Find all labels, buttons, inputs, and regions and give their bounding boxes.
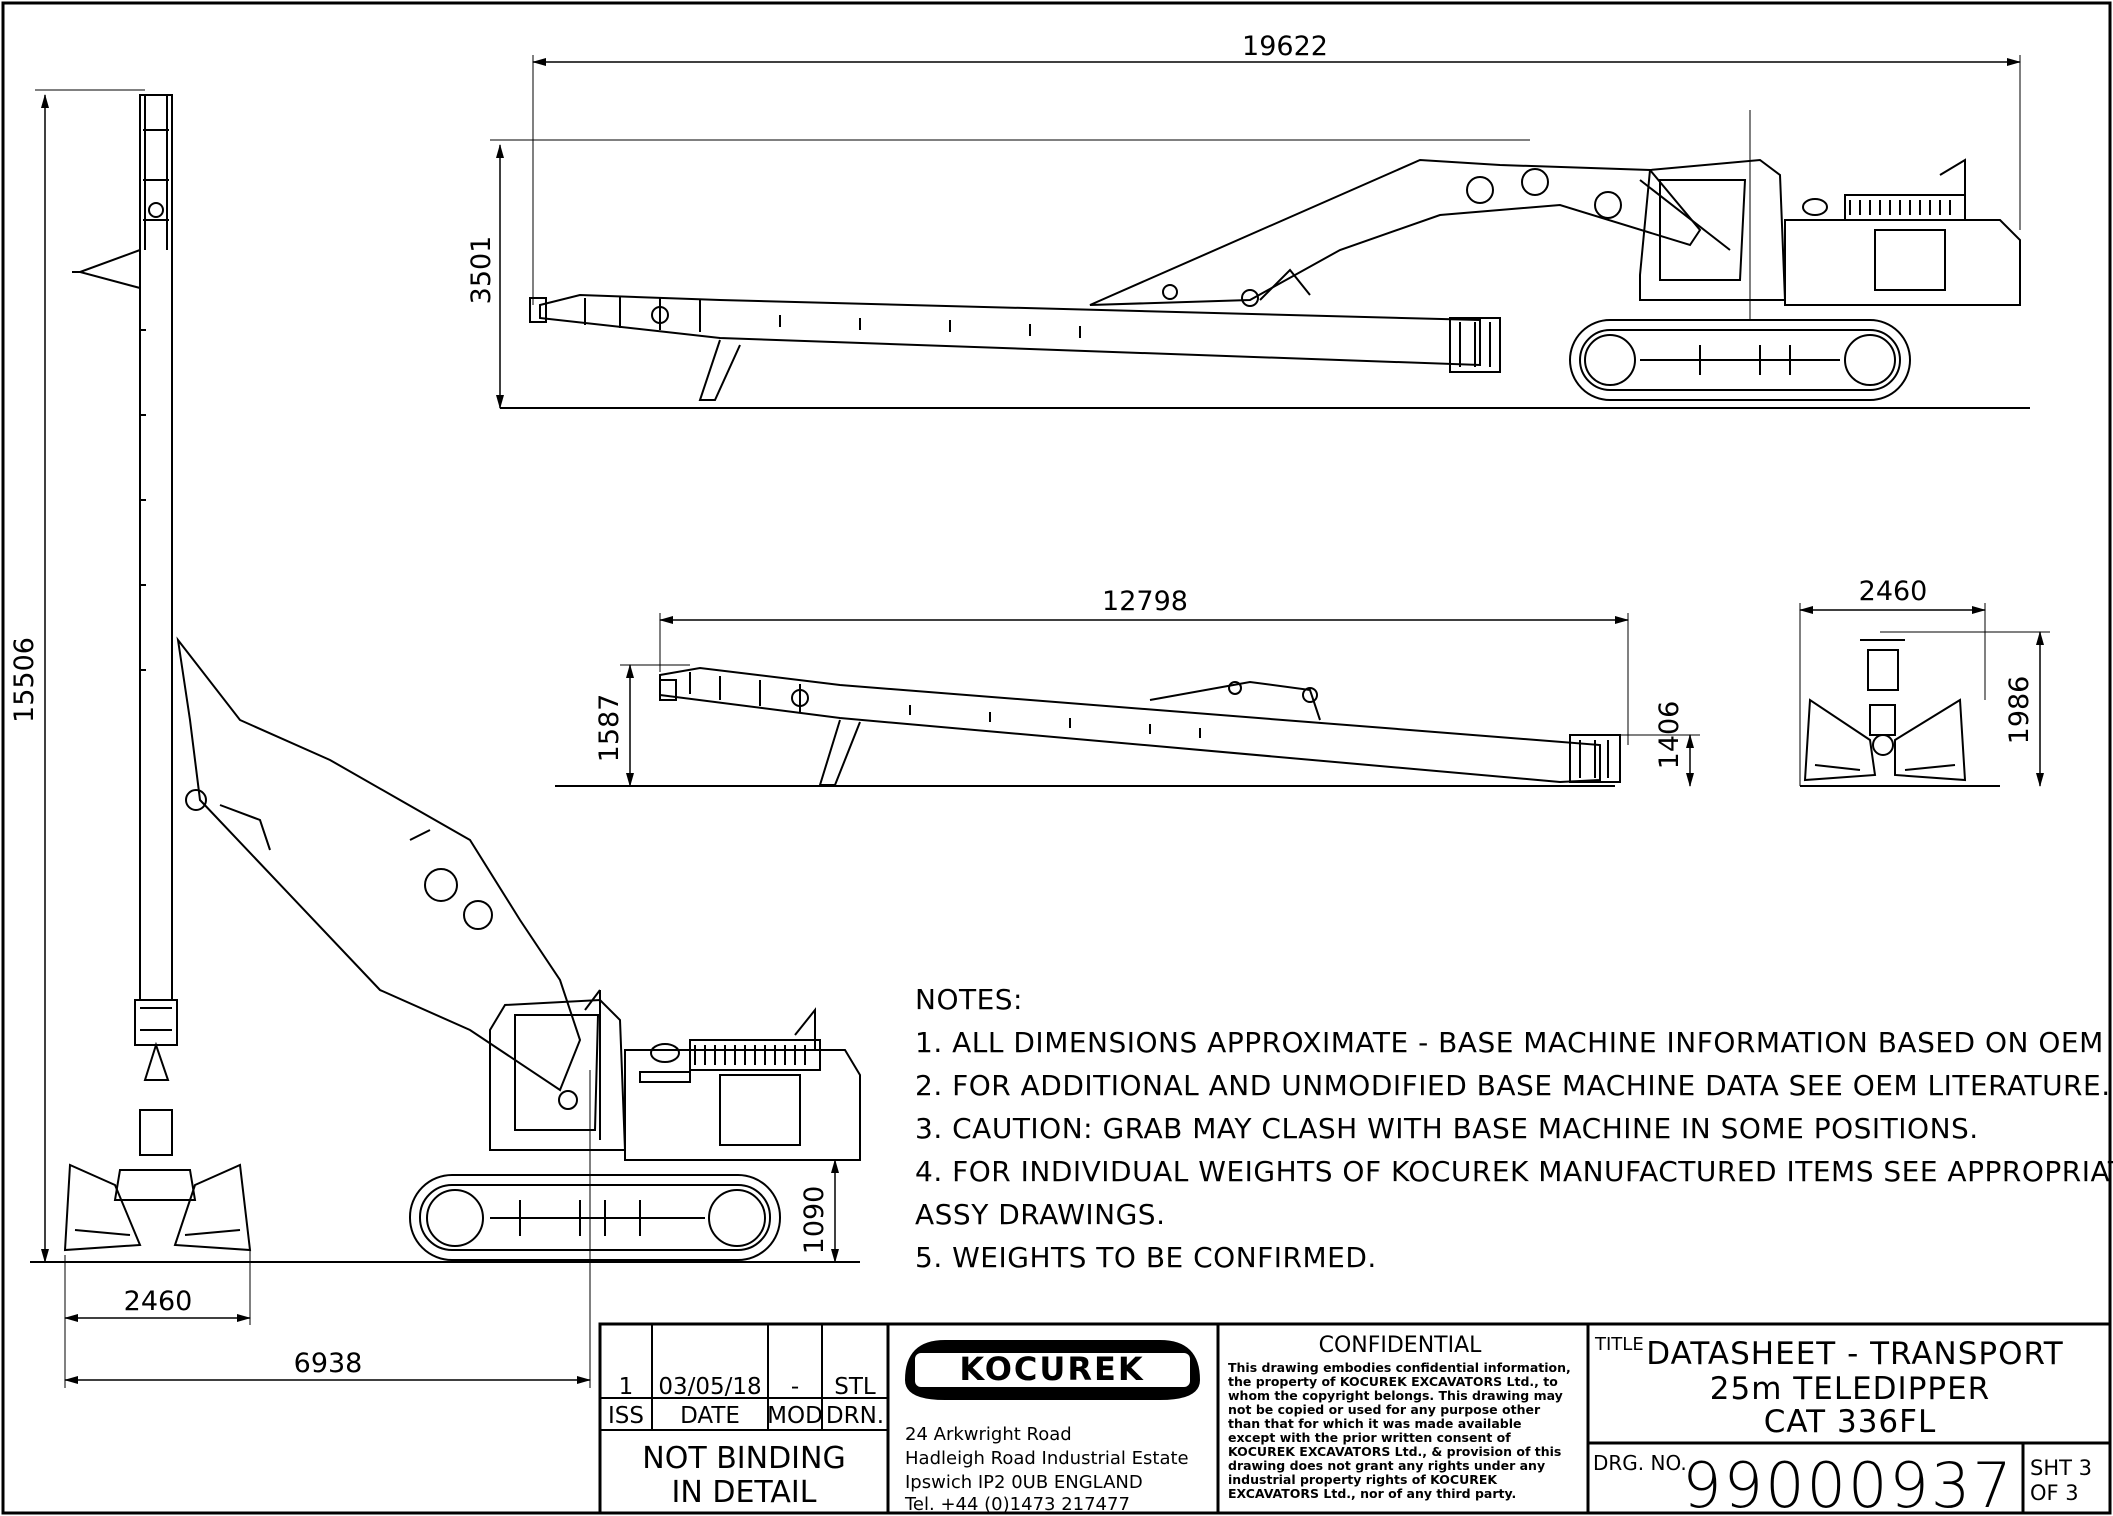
sheet-number-line-2: OF 3 xyxy=(2030,1481,2079,1505)
notes-heading: NOTES: xyxy=(915,983,1023,1016)
dim-1986: 1986 xyxy=(2004,676,2035,745)
note-3: 3. CAUTION: GRAB MAY CLASH WITH BASE MAC… xyxy=(915,1112,1979,1145)
dim-19622: 19622 xyxy=(1242,31,1328,62)
revision-date: 03/05/18 xyxy=(658,1374,761,1400)
dim-15506: 15506 xyxy=(9,637,40,723)
address-line-1: 24 Arkwright Road xyxy=(905,1424,1072,1445)
dim-12798: 12798 xyxy=(1102,586,1188,617)
confidential-text-3: whom the copyright belongs. This drawing… xyxy=(1228,1388,1563,1403)
drawing-number: 99000937 xyxy=(1682,1449,2014,1516)
logo-text: KOCUREK xyxy=(959,1350,1144,1388)
address-line-4: Tel. +44 (0)1473 217477 xyxy=(904,1494,1130,1515)
note-4-line-1: 4. FOR INDIVIDUAL WEIGHTS OF KOCUREK MAN… xyxy=(915,1155,2113,1188)
confidential-text-7: KOCUREK EXCAVATORS Ltd., & provision of … xyxy=(1228,1444,1561,1459)
confidential-text-10: EXCAVATORS Ltd., nor of any third party. xyxy=(1228,1486,1516,1501)
header-mod: MOD xyxy=(767,1403,823,1429)
dim-2460-grab-width: 2460 xyxy=(124,1286,193,1317)
title-label: TITLE xyxy=(1594,1334,1644,1355)
revision-issue: 1 xyxy=(619,1374,634,1400)
not-binding-line-1: NOT BINDING xyxy=(642,1441,845,1476)
grab-end-view xyxy=(1799,603,2050,787)
note-4-line-2: ASSY DRAWINGS. xyxy=(915,1198,1165,1231)
not-binding-line-2: IN DETAIL xyxy=(672,1475,817,1510)
title-line-2: 25m TELEDIPPER xyxy=(1710,1371,1990,1407)
dim-1406: 1406 xyxy=(1654,701,1685,770)
header-drn: DRN. xyxy=(826,1403,884,1429)
dim-1090: 1090 xyxy=(799,1186,830,1255)
dim-2460-end-view: 2460 xyxy=(1859,576,1928,607)
confidential-text-8: drawing does not grant any rights under … xyxy=(1228,1458,1545,1473)
kocurek-logo: KOCUREK xyxy=(905,1340,1200,1400)
drawing-number-label: DRG. NO. xyxy=(1593,1451,1687,1475)
revision-mod: - xyxy=(791,1374,799,1400)
notes-block: NOTES: 1. ALL DIMENSIONS APPROXIMATE - B… xyxy=(915,983,2113,1274)
note-1: 1. ALL DIMENSIONS APPROXIMATE - BASE MAC… xyxy=(915,1026,2113,1059)
sheet-number-line-1: SHT 3 xyxy=(2030,1456,2092,1480)
confidential-text-2: the property of KOCUREK EXCAVATORS Ltd.,… xyxy=(1228,1374,1558,1389)
dim-1587: 1587 xyxy=(594,694,625,763)
working-position-view xyxy=(30,89,861,1388)
note-2: 2. FOR ADDITIONAL AND UNMODIFIED BASE MA… xyxy=(915,1069,2111,1102)
transport-view-machine xyxy=(490,55,2030,409)
note-5: 5. WEIGHTS TO BE CONFIRMED. xyxy=(915,1241,1377,1274)
header-date: DATE xyxy=(680,1403,740,1429)
dim-3501: 3501 xyxy=(466,236,497,305)
confidential-heading: CONFIDENTIAL xyxy=(1319,1333,1483,1358)
dipper-transport-view xyxy=(555,613,1700,787)
title-block xyxy=(598,1322,2112,1515)
address-line-2: Hadleigh Road Industrial Estate xyxy=(905,1448,1189,1469)
revision-drawn: STL xyxy=(834,1374,876,1400)
confidential-text-5: than that for which it was made availabl… xyxy=(1228,1416,1522,1431)
title-line-1: DATASHEET - TRANSPORT xyxy=(1646,1336,2064,1372)
confidential-text-4: not be copied or used for any purpose ot… xyxy=(1228,1402,1541,1417)
dim-6938: 6938 xyxy=(294,1348,363,1379)
confidential-text-6: except with the prior written consent of xyxy=(1228,1430,1511,1445)
title-line-3: CAT 336FL xyxy=(1764,1404,1937,1440)
header-iss: ISS xyxy=(608,1403,644,1429)
address-line-3: Ipswich IP2 0UB ENGLAND xyxy=(905,1472,1143,1493)
confidential-text-1: This drawing embodies confidential infor… xyxy=(1228,1360,1571,1375)
confidential-text-9: industrial property rights of KOCUREK xyxy=(1228,1472,1498,1487)
